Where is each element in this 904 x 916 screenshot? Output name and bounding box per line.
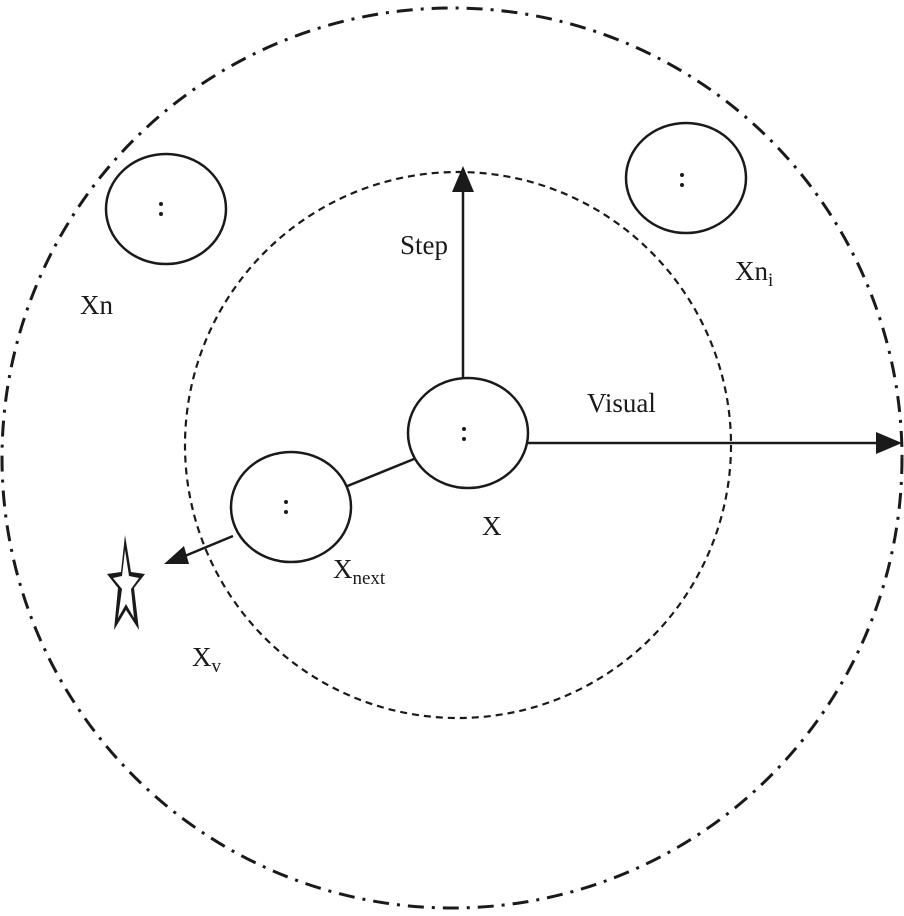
xv-label-base: X (192, 642, 212, 672)
node-xnext (229, 450, 353, 564)
xv-label: Xv (192, 642, 222, 677)
xnext-label: Xnext (333, 554, 386, 589)
xv-arrowhead (164, 546, 189, 564)
node-xnext-marker (284, 500, 288, 514)
visual-range-circle (0, 6, 904, 910)
node-x (406, 376, 530, 490)
visual-arrowhead (876, 432, 902, 454)
visual-label: Visual (587, 388, 656, 418)
xnext-label-sub: next (352, 568, 386, 589)
node-xni-marker (680, 173, 684, 187)
xni-label: Xni (735, 256, 774, 291)
x-label: X (482, 511, 502, 541)
xn-label: Xn (80, 290, 113, 320)
xni-label-sub: i (768, 270, 774, 291)
step-range-circle (183, 170, 733, 720)
node-xn-marker (159, 202, 163, 216)
node-x-marker (462, 427, 466, 441)
star-icon (107, 535, 145, 630)
step-label: Step (400, 230, 449, 260)
xnext-to-xv-arrow (179, 534, 234, 560)
xnext-label-base: X (333, 554, 353, 584)
x-to-xnext-connector (344, 457, 415, 489)
xv-label-sub: v (211, 656, 222, 677)
node-xni (624, 121, 748, 235)
xni-label-base: Xn (735, 256, 768, 286)
node-xn (104, 152, 228, 266)
step-arrowhead (452, 166, 474, 192)
